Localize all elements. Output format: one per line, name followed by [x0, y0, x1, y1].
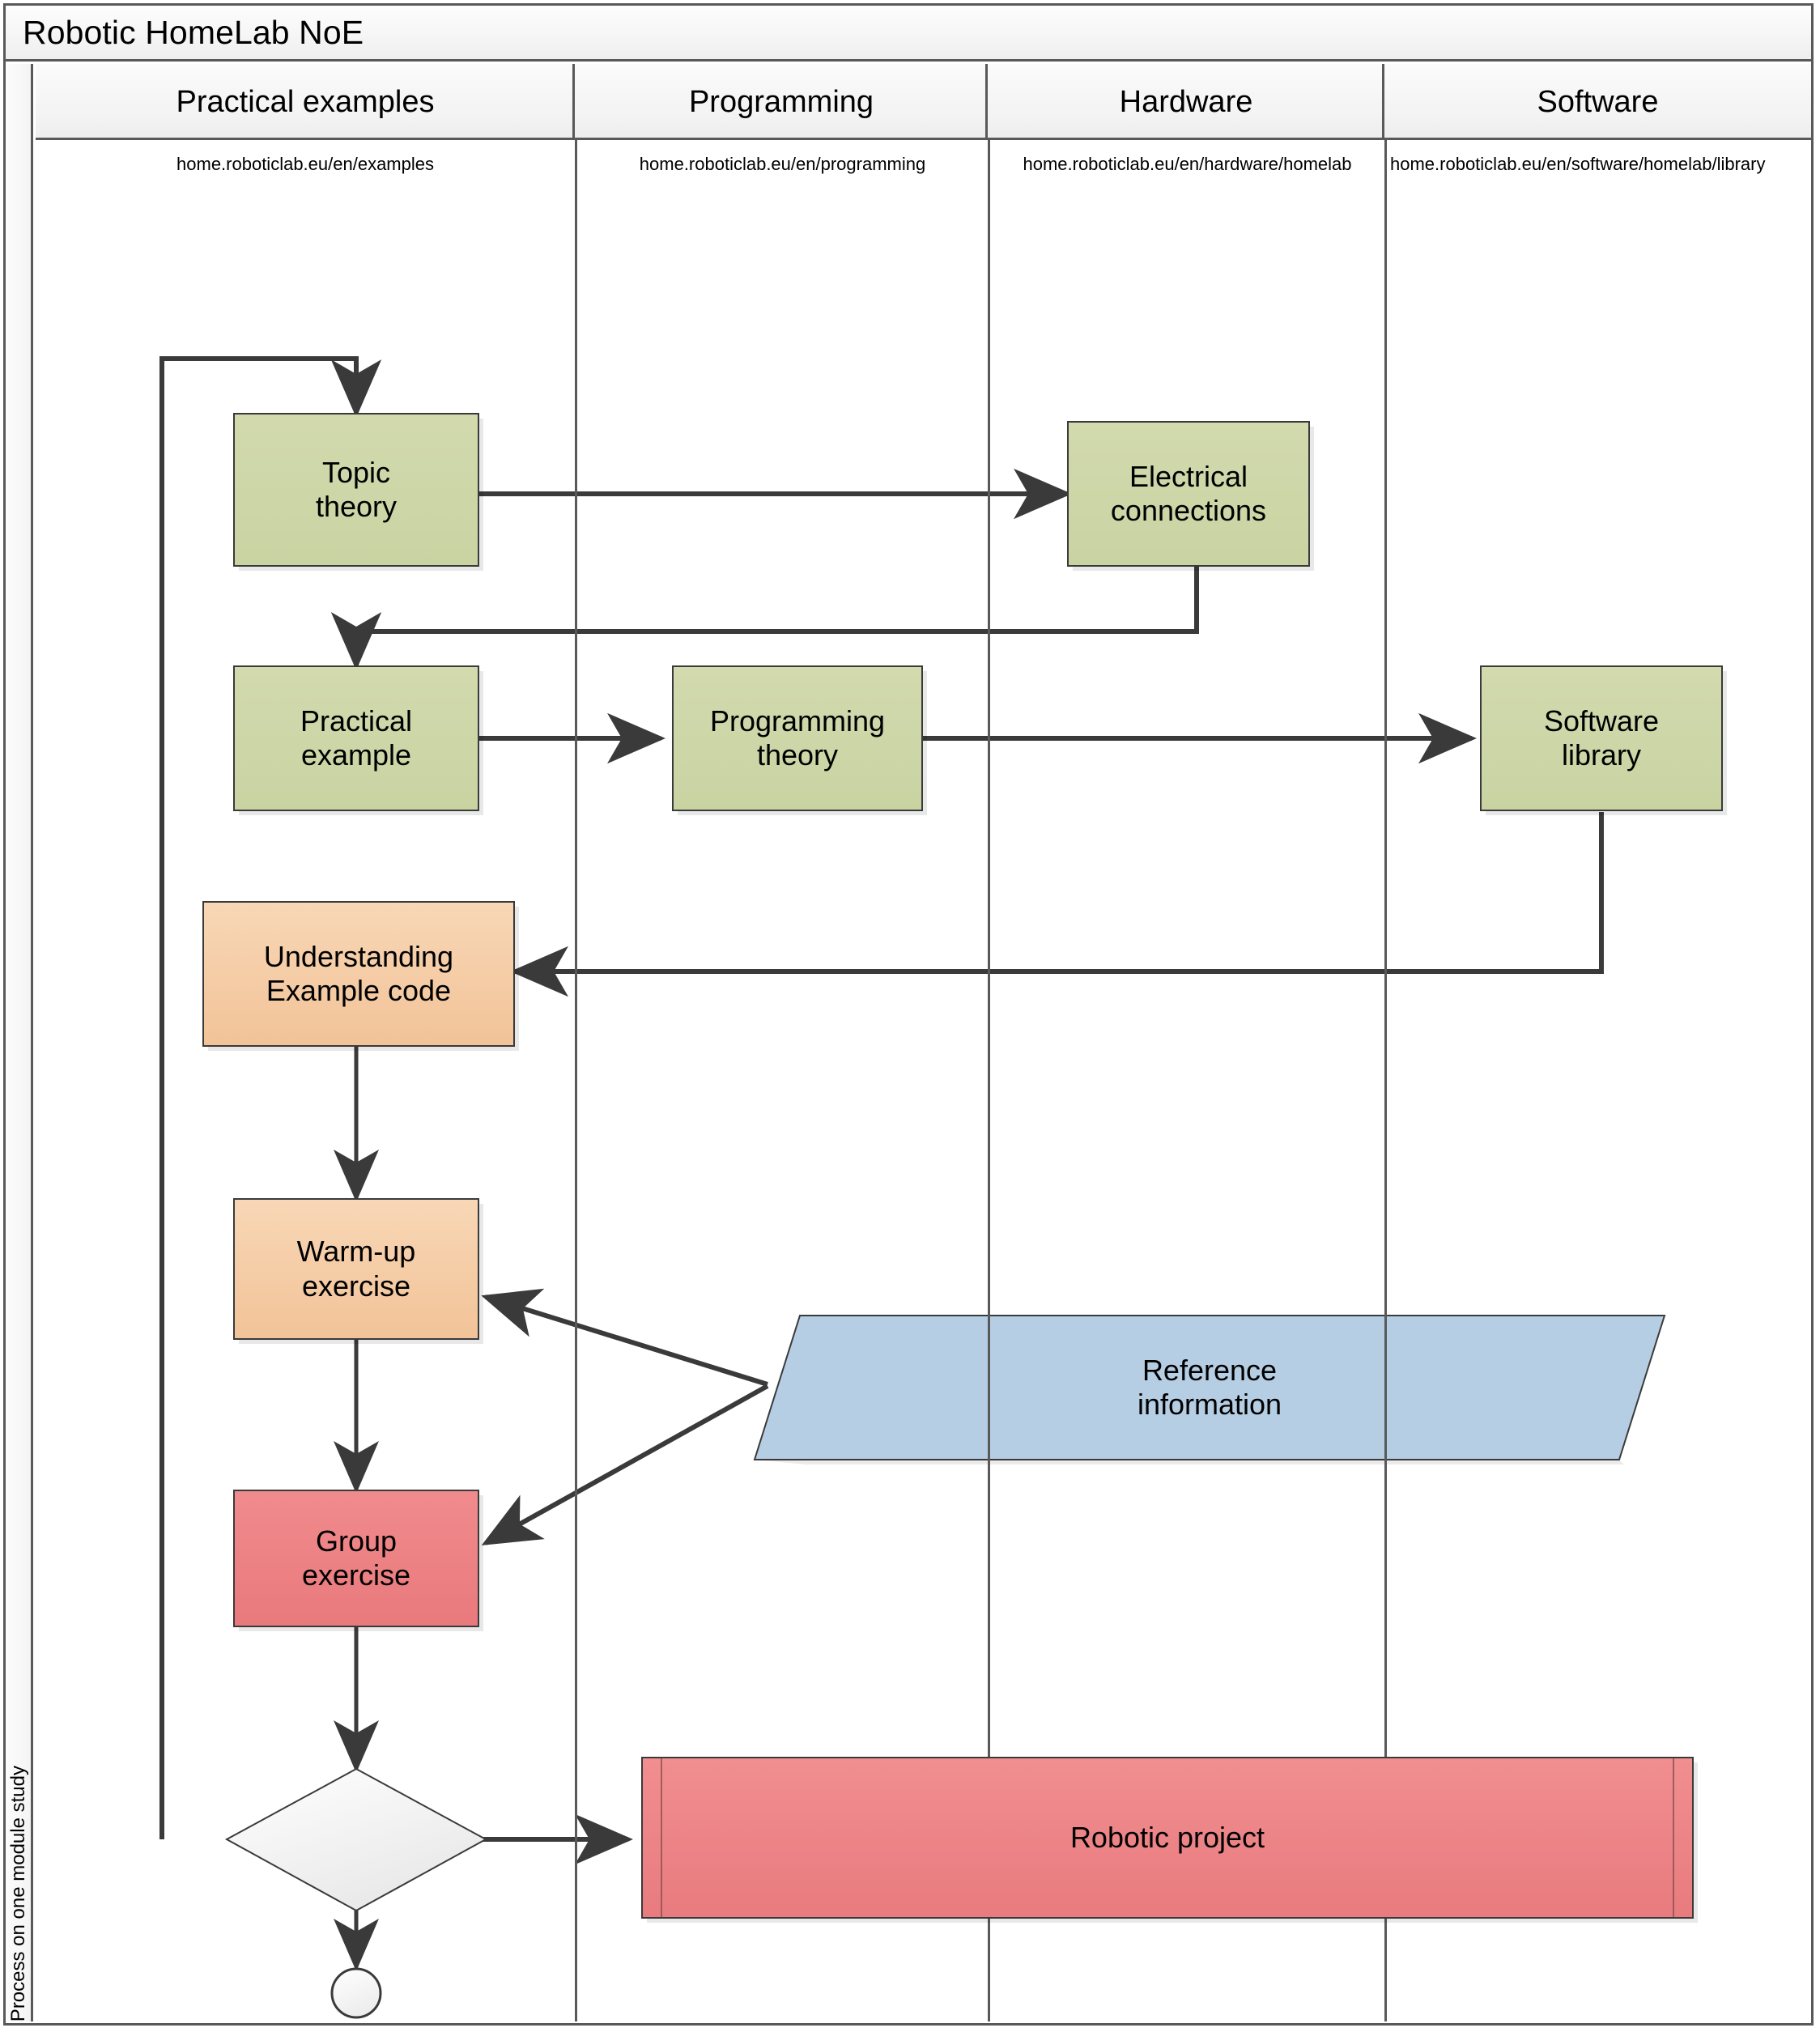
reference-information-shape[interactable]	[753, 1315, 1666, 1464]
node-label: Reference information	[1137, 1353, 1282, 1421]
node-label: Software library	[1543, 704, 1660, 772]
edge-reference-to-group-exercise	[481, 1384, 769, 1545]
node-practical-example[interactable]: Practical example	[233, 665, 479, 811]
node-label: Robotic project	[1069, 1821, 1265, 1854]
node-label: Electrical connections	[1110, 459, 1267, 527]
node-software-library[interactable]: Software library	[1480, 665, 1723, 811]
edge-reference-to-warmup	[481, 1288, 768, 1387]
node-group-exercise[interactable]: Group exercise	[233, 1490, 479, 1627]
lane-header-hardware: Hardware	[988, 64, 1384, 140]
lane-url-programming: home.roboticlab.eu/en/programming	[639, 154, 926, 174]
edge-decision-to-topic-theory	[159, 356, 382, 1839]
node-electrical-connections[interactable]: Electrical connections	[1067, 421, 1310, 567]
diagram-title: Robotic HomeLab NoE	[23, 13, 364, 51]
lane-separator-1	[575, 140, 577, 2021]
end-node[interactable]	[330, 1967, 382, 2019]
node-programming-theory[interactable]: Programming theory	[672, 665, 923, 811]
lane-url-practical-examples: home.roboticlab.eu/en/examples	[176, 154, 434, 174]
node-label: Group exercise	[301, 1524, 411, 1592]
lane-url-software: home.roboticlab.eu/en/software/homelab/l…	[1390, 154, 1766, 174]
node-warm-up-exercise[interactable]: Warm-up exercise	[233, 1198, 479, 1340]
pool-label-text: Process on one module study	[6, 1765, 29, 2021]
node-label: Programming theory	[709, 704, 886, 772]
decision-gateway[interactable]	[224, 1767, 495, 1919]
edge-software-library-to-understanding	[510, 812, 1604, 997]
lane-header-label: Software	[1537, 84, 1659, 119]
lane-separator-3	[1384, 140, 1387, 2021]
lane-header-band: Practical examples Programming Hardware …	[36, 64, 1811, 140]
node-reference-information[interactable]: Reference information	[755, 1316, 1665, 1460]
lane-header-label: Hardware	[1119, 84, 1253, 119]
node-label: Topic theory	[315, 455, 398, 523]
lane-header-divider	[1382, 64, 1384, 140]
lane-header-label: Practical examples	[176, 84, 435, 119]
lane-separator-2	[988, 140, 990, 2021]
node-topic-theory[interactable]: Topic theory	[233, 413, 479, 567]
lane-header-software: Software	[1384, 64, 1811, 140]
node-label: Understanding Example code	[263, 939, 454, 1007]
lane-header-practical-examples: Practical examples	[36, 64, 575, 140]
node-label: Practical example	[300, 704, 413, 772]
node-label: Warm-up exercise	[296, 1235, 416, 1303]
lane-header-label: Programming	[688, 84, 874, 119]
subprocess-right-bar	[1673, 1758, 1674, 1917]
lane-url-hardware: home.roboticlab.eu/en/hardware/homelab	[1023, 154, 1352, 174]
lane-header-programming: Programming	[575, 64, 988, 140]
diagram-title-bar: Robotic HomeLab NoE	[6, 6, 1811, 62]
lane-header-divider	[985, 64, 988, 140]
node-understanding-example-code[interactable]: Understanding Example code	[202, 901, 515, 1047]
pool-label: Process on one module study	[6, 64, 33, 2021]
node-robotic-project[interactable]: Robotic project	[641, 1757, 1694, 1919]
lane-header-divider	[572, 64, 575, 140]
edge-electrical-to-practical-example	[330, 567, 1199, 670]
subprocess-left-bar	[661, 1758, 662, 1917]
